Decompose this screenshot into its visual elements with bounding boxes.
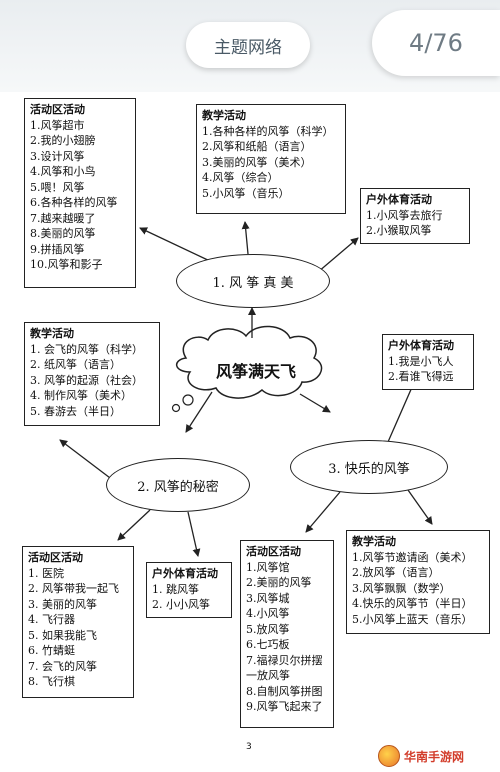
list-item: 4. 飞行器	[28, 613, 75, 626]
list-item: 1. 会飞的风筝（科学）	[30, 342, 143, 356]
list-item: 4. 制作风筝（美术）	[30, 389, 132, 402]
page-title: 主题网络	[186, 22, 310, 68]
list-item: 4.风筝（综合）	[202, 171, 279, 184]
list-item: 7.福禄贝尔拼摆	[246, 653, 323, 667]
box-title: 活动区活动	[28, 551, 83, 564]
box-title: 教学活动	[202, 109, 246, 122]
list-item: 1.小风筝去旅行	[366, 208, 443, 222]
list-item: 5.喂！风筝	[30, 180, 85, 194]
list-item: 1. 跳风筝	[152, 582, 199, 596]
list-item: 2.美丽的风筝	[246, 576, 312, 589]
list-item: 3. 美丽的风筝	[28, 597, 97, 611]
list-item: 5.小风筝上蓝天（音乐）	[352, 612, 473, 626]
list-item: 3.风筝飘飘（数学）	[352, 581, 451, 595]
box-title: 户外体育活动	[152, 567, 218, 580]
list-item: 9.拼插风筝	[30, 242, 85, 256]
list-item: 6.各种各样的风筝	[30, 196, 118, 209]
list-item: 6.七巧板	[246, 638, 290, 651]
list-item: 2. 纸风筝（语言）	[30, 358, 121, 371]
list-item: 5.小风筝（音乐）	[202, 186, 290, 200]
list-item: 1.各种各样的风筝（科学）	[202, 124, 334, 138]
node-kite-secrets: 2. 风筝的秘密	[106, 458, 250, 512]
list-item: 3.美丽的风筝（美术）	[202, 155, 312, 169]
node-label: 1. 风 筝 真 美	[212, 275, 294, 291]
list-item: 1. 医院	[28, 566, 64, 580]
page-counter: 4/76	[372, 10, 500, 76]
list-item: 4.快乐的风筝节（半日）	[352, 597, 473, 610]
list-item: 3.风筝城	[246, 591, 290, 605]
list-item: 1.我是小飞人	[388, 354, 454, 368]
list-item: 10.风筝和影子	[30, 258, 103, 271]
box-teaching-activities-2: 教学活动 1. 会飞的风筝（科学） 2. 纸风筝（语言） 3. 风筝的起源（社会…	[24, 322, 160, 426]
box-title: 户外体育活动	[388, 339, 454, 352]
watermark-text: 华南手游网	[404, 749, 465, 764]
list-item: 5.放风筝	[246, 622, 290, 636]
box-outdoor-activities-3: 户外体育活动 1. 跳风筝 2. 小小风筝	[146, 562, 232, 618]
list-item: 2.小猴取风筝	[366, 224, 432, 237]
box-area-activities-2: 活动区活动 1. 医院 2. 风筝带我一起飞 3. 美丽的风筝 4. 飞行器 5…	[22, 546, 134, 698]
node-label: 2. 风筝的秘密	[137, 479, 219, 495]
list-item: 2. 小小风筝	[152, 598, 210, 611]
list-item: 4.风筝和小鸟	[30, 165, 96, 178]
box-teaching-activities-1: 教学活动 1.各种各样的风筝（科学） 2.风筝和纸船（语言） 3.美丽的风筝（美…	[196, 104, 346, 214]
list-item: 2.我的小翅膀	[30, 134, 96, 147]
list-item: 2.看谁飞得远	[388, 370, 454, 383]
list-item: 1.风筝馆	[246, 560, 290, 574]
list-item: 4.小风筝	[246, 607, 290, 620]
list-item: 2.放风筝（语言）	[352, 566, 440, 579]
box-area-activities-1: 活动区活动 1.风筝超市 2.我的小翅膀 3.设计风筝 4.风筝和小鸟 5.喂！…	[24, 98, 136, 288]
box-title: 户外体育活动	[366, 193, 432, 206]
box-outdoor-activities-2: 户外体育活动 1.我是小飞人 2.看谁飞得远	[382, 334, 474, 390]
node-beautiful-kites: 1. 风 筝 真 美	[176, 254, 330, 308]
page-number: 3	[246, 742, 252, 752]
list-item: 一放风筝	[246, 669, 290, 682]
list-item: 2. 风筝带我一起飞	[28, 582, 119, 595]
list-item: 5. 如果我能飞	[28, 628, 97, 642]
watermark: 华南手游网	[378, 744, 496, 768]
node-happy-kites: 3. 快乐的风筝	[290, 440, 448, 494]
box-title: 教学活动	[352, 535, 396, 548]
list-item: 9.风筝飞起来了	[246, 700, 323, 713]
node-label: 3. 快乐的风筝	[328, 461, 410, 477]
list-item: 3. 风筝的起源（社会）	[30, 373, 143, 387]
list-item: 3.设计风筝	[30, 149, 85, 163]
list-item: 1.风筝节邀请函（美术）	[352, 550, 473, 564]
list-item: 8.美丽的风筝	[30, 227, 96, 240]
list-item: 2.风筝和纸船（语言）	[202, 140, 312, 153]
center-topic: 风筝满天飞	[215, 362, 296, 381]
list-item: 7.越来越暖了	[30, 211, 96, 225]
list-item: 8.自制风筝拼图	[246, 684, 323, 698]
box-teaching-activities-3: 教学活动 1.风筝节邀请函（美术） 2.放风筝（语言） 3.风筝飘飘（数学） 4…	[346, 530, 490, 634]
list-item: 5. 春游去（半日）	[30, 404, 121, 418]
box-title: 活动区活动	[30, 103, 85, 116]
box-area-activities-3: 活动区活动 1.风筝馆 2.美丽的风筝 3.风筝城 4.小风筝 5.放风筝 6.…	[240, 540, 334, 728]
center-cloud-shape	[176, 325, 323, 399]
watermark-logo-icon	[378, 745, 400, 767]
box-title: 教学活动	[30, 327, 74, 340]
list-item: 7. 会飞的风筝	[28, 659, 97, 673]
box-title: 活动区活动	[246, 545, 301, 558]
list-item: 1.风筝超市	[30, 118, 85, 132]
list-item: 6. 竹蜻蜓	[28, 644, 75, 657]
list-item: 8. 飞行棋	[28, 675, 75, 688]
box-outdoor-activities-1: 户外体育活动 1.小风筝去旅行 2.小猴取风筝	[360, 188, 470, 244]
